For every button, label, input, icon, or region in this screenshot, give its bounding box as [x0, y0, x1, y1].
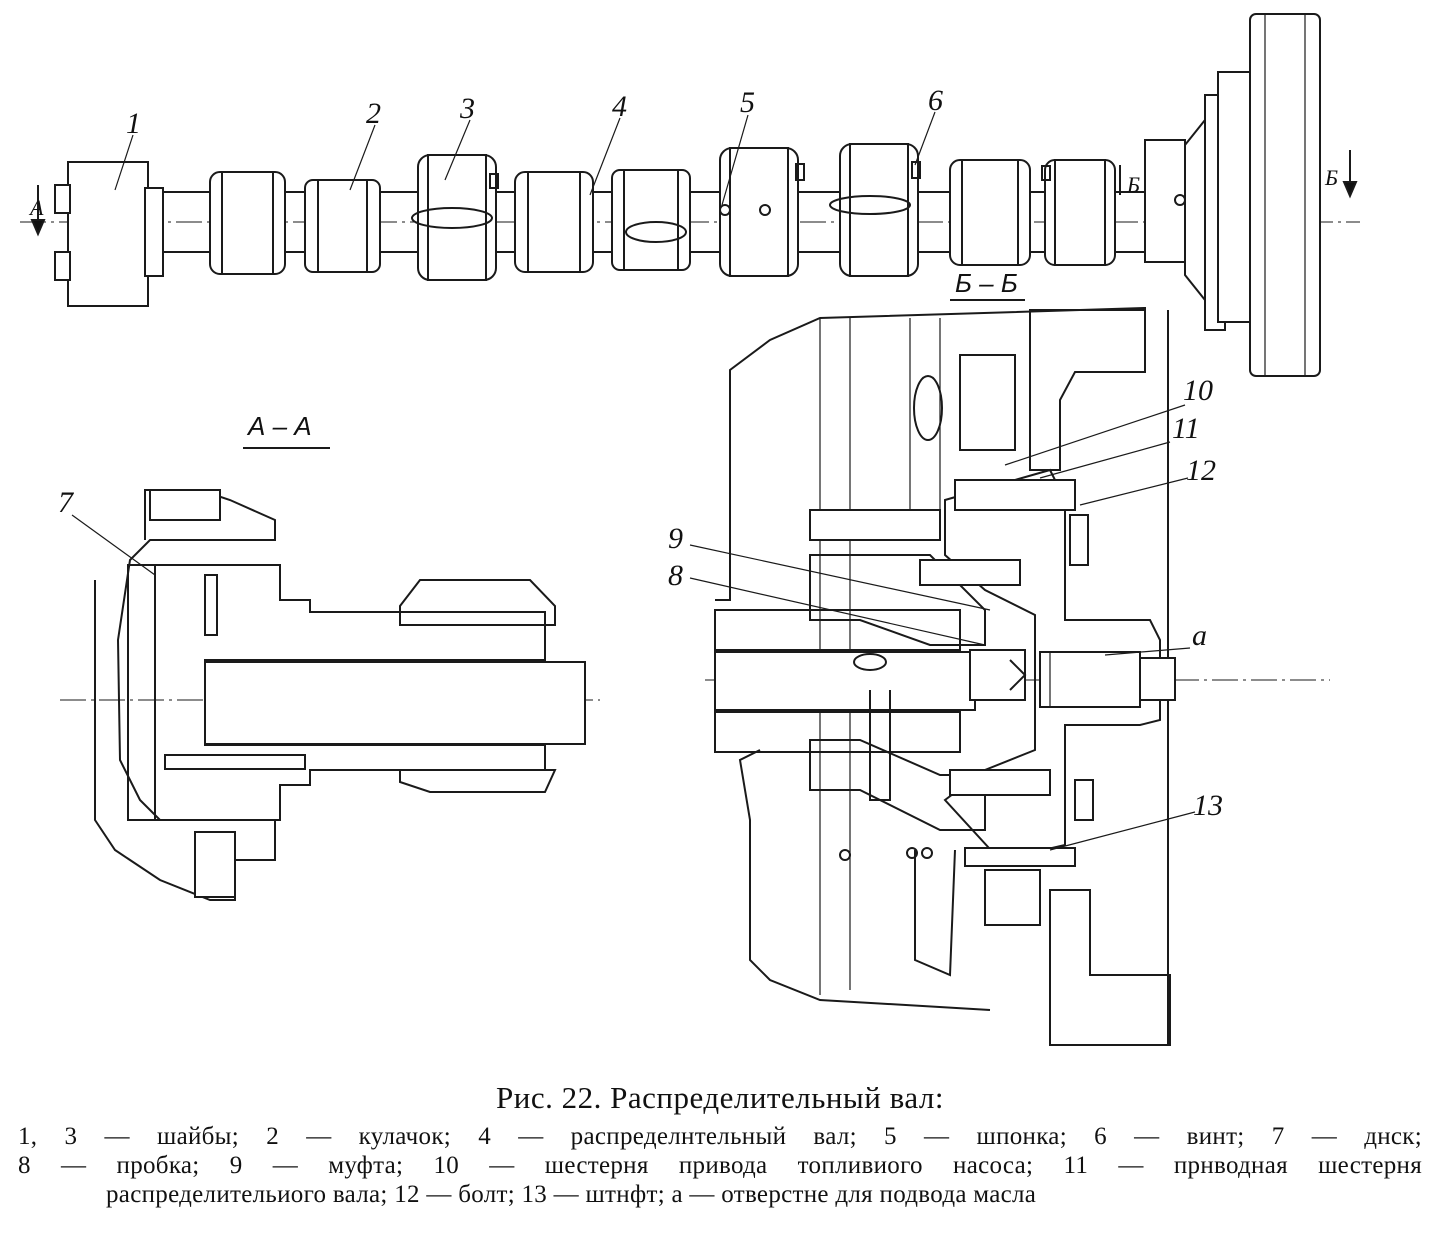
callout-4: 4: [612, 90, 627, 123]
callout-9: 9: [668, 522, 683, 555]
callout-a: a: [1192, 619, 1207, 652]
callout-12: 12: [1186, 454, 1216, 487]
callout-6: 6: [928, 84, 943, 117]
callout-7: 7: [58, 486, 75, 519]
legend-line-3: распределительиого вала; 12 — болт; 13 —…: [106, 1181, 1037, 1208]
legend-line-1: 1, 3 — шайбы; 2 — кулачок; 4 — распредел…: [18, 1123, 1422, 1150]
section-b-callouts: [689, 404, 1196, 851]
section-arrow-a-label: А: [28, 195, 44, 220]
figure-caption: Рис. 22. Распределительный вал:: [496, 1080, 944, 1115]
legend-line-2: 8 — пробка; 9 — муфта; 10 — шестерня при…: [18, 1152, 1422, 1179]
section-a-title: А – А: [246, 411, 312, 441]
callout-8: 8: [668, 559, 683, 592]
camshaft-side-view: [20, 13, 1360, 377]
callout-3: 3: [459, 92, 475, 125]
callout-1: 1: [126, 107, 141, 140]
section-b-view: [705, 306, 1330, 1046]
cam-group: [209, 143, 1116, 281]
callout-5: 5: [740, 86, 755, 119]
callout-11: 11: [1172, 412, 1200, 445]
section-arrow-b-label: Б: [1324, 165, 1338, 190]
section-b-title: Б – Б: [955, 268, 1018, 298]
section-a-view: [60, 489, 600, 901]
section-arrow-b-label-2: Б: [1126, 172, 1140, 197]
callout-2: 2: [366, 97, 381, 130]
callout-13: 13: [1193, 789, 1223, 822]
callout-10: 10: [1183, 374, 1213, 407]
figure-legend: 1, 3 — шайбы; 2 — кулачок; 4 — распредел…: [18, 1122, 1422, 1209]
top-callouts: [114, 111, 936, 206]
